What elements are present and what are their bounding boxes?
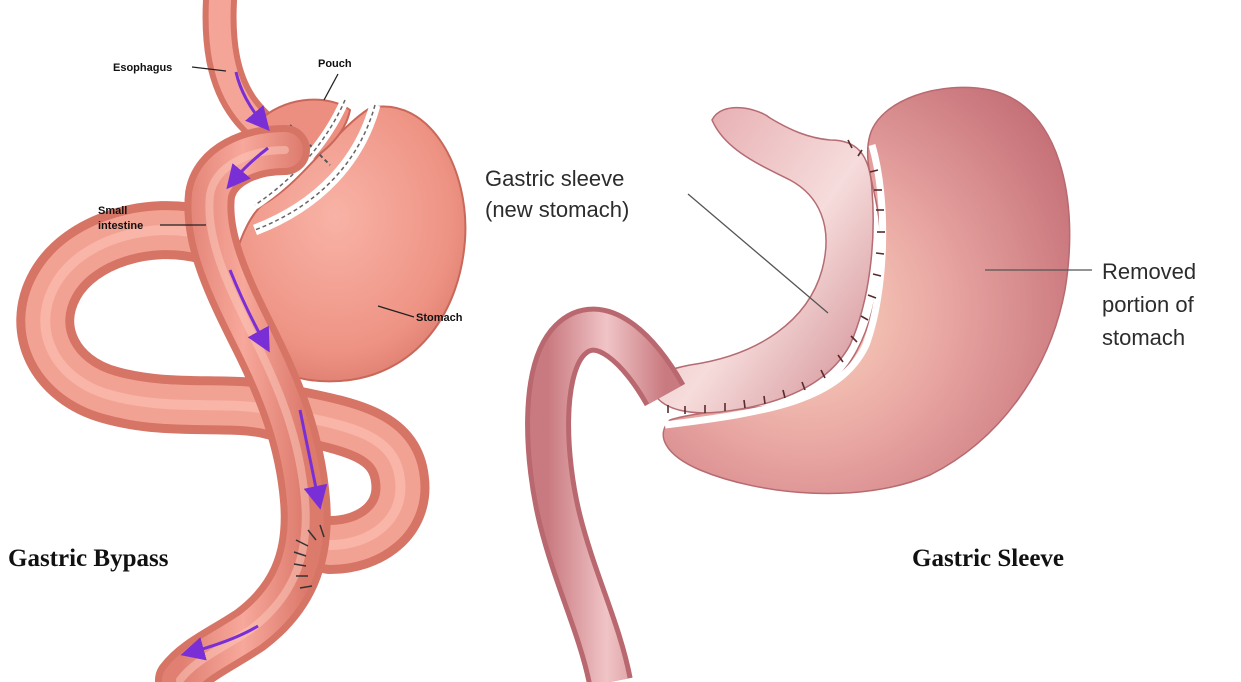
- label-gastric-sleeve-line2: (new stomach): [485, 197, 629, 222]
- label-esophagus: Esophagus: [113, 62, 172, 74]
- label-small-intestine-line2: intestine: [98, 220, 143, 232]
- label-small-intestine-line1: Small: [98, 205, 127, 217]
- label-removed-line1: Removed: [1102, 259, 1196, 284]
- label-removed-line3: stomach: [1102, 325, 1185, 350]
- gastric-sleeve: [654, 108, 873, 413]
- caption-gastric-sleeve: Gastric Sleeve: [912, 545, 1064, 572]
- label-pouch: Pouch: [318, 58, 352, 70]
- label-gastric-sleeve-line1: Gastric sleeve: [485, 166, 624, 191]
- label-removed-line2: portion of: [1102, 292, 1195, 317]
- label-stomach: Stomach: [416, 312, 463, 324]
- gastric-sleeve-illustration: Gastric sleeve (new stomach) Removed por…: [485, 87, 1196, 682]
- gastric-bypass-illustration: Esophagus Pouch Small intestine Stomach …: [8, 0, 465, 680]
- caption-gastric-bypass: Gastric Bypass: [8, 545, 169, 572]
